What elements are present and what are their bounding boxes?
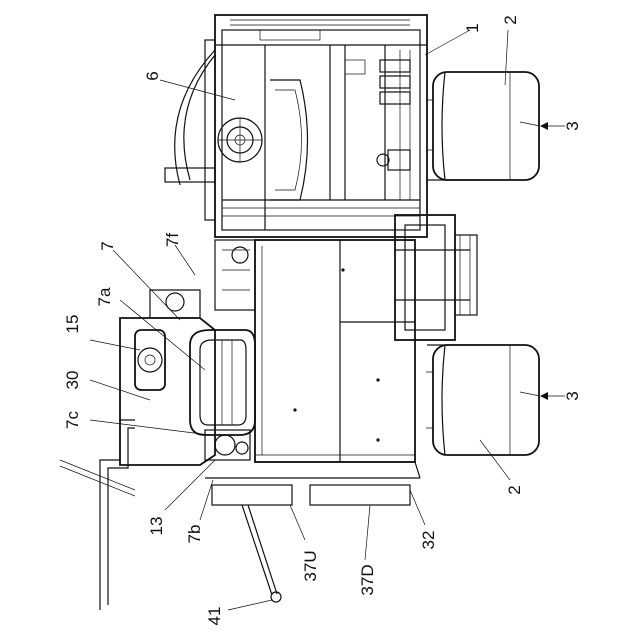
steering-housing [120, 290, 215, 465]
plate-37U [212, 485, 292, 505]
plate-37D [310, 485, 410, 505]
label-2-lower: 2 [505, 485, 524, 494]
hitch-rod [242, 505, 281, 602]
label-7f: 7f [163, 233, 182, 247]
label-7: 7 [98, 241, 117, 250]
label-3-lower: 3 [563, 391, 582, 400]
seat-assembly [190, 330, 255, 435]
label-1: 1 [463, 23, 482, 32]
upper-frame [165, 15, 427, 237]
label-2-upper: 2 [501, 15, 520, 24]
label-30: 30 [63, 371, 82, 390]
label-6: 6 [143, 71, 162, 80]
arrow-3-upper [540, 122, 565, 130]
linkage-7f [215, 240, 255, 310]
arrow-3-lower [540, 392, 565, 400]
label-37U: 37U [301, 550, 320, 581]
central-body [255, 240, 415, 462]
axle-assembly [395, 180, 480, 345]
tire-upper [426, 72, 539, 180]
label-7b: 7b [185, 525, 204, 544]
outrigger-bracket [60, 420, 135, 610]
label-13: 13 [147, 517, 166, 536]
tire-lower [426, 345, 539, 455]
label-41: 41 [205, 607, 224, 626]
label-15: 15 [63, 315, 82, 334]
label-7a: 7a [95, 287, 114, 306]
label-7c: 7c [63, 411, 82, 429]
label-37D: 37D [358, 564, 377, 595]
label-32: 32 [419, 531, 438, 550]
label-3-upper: 3 [563, 121, 582, 130]
